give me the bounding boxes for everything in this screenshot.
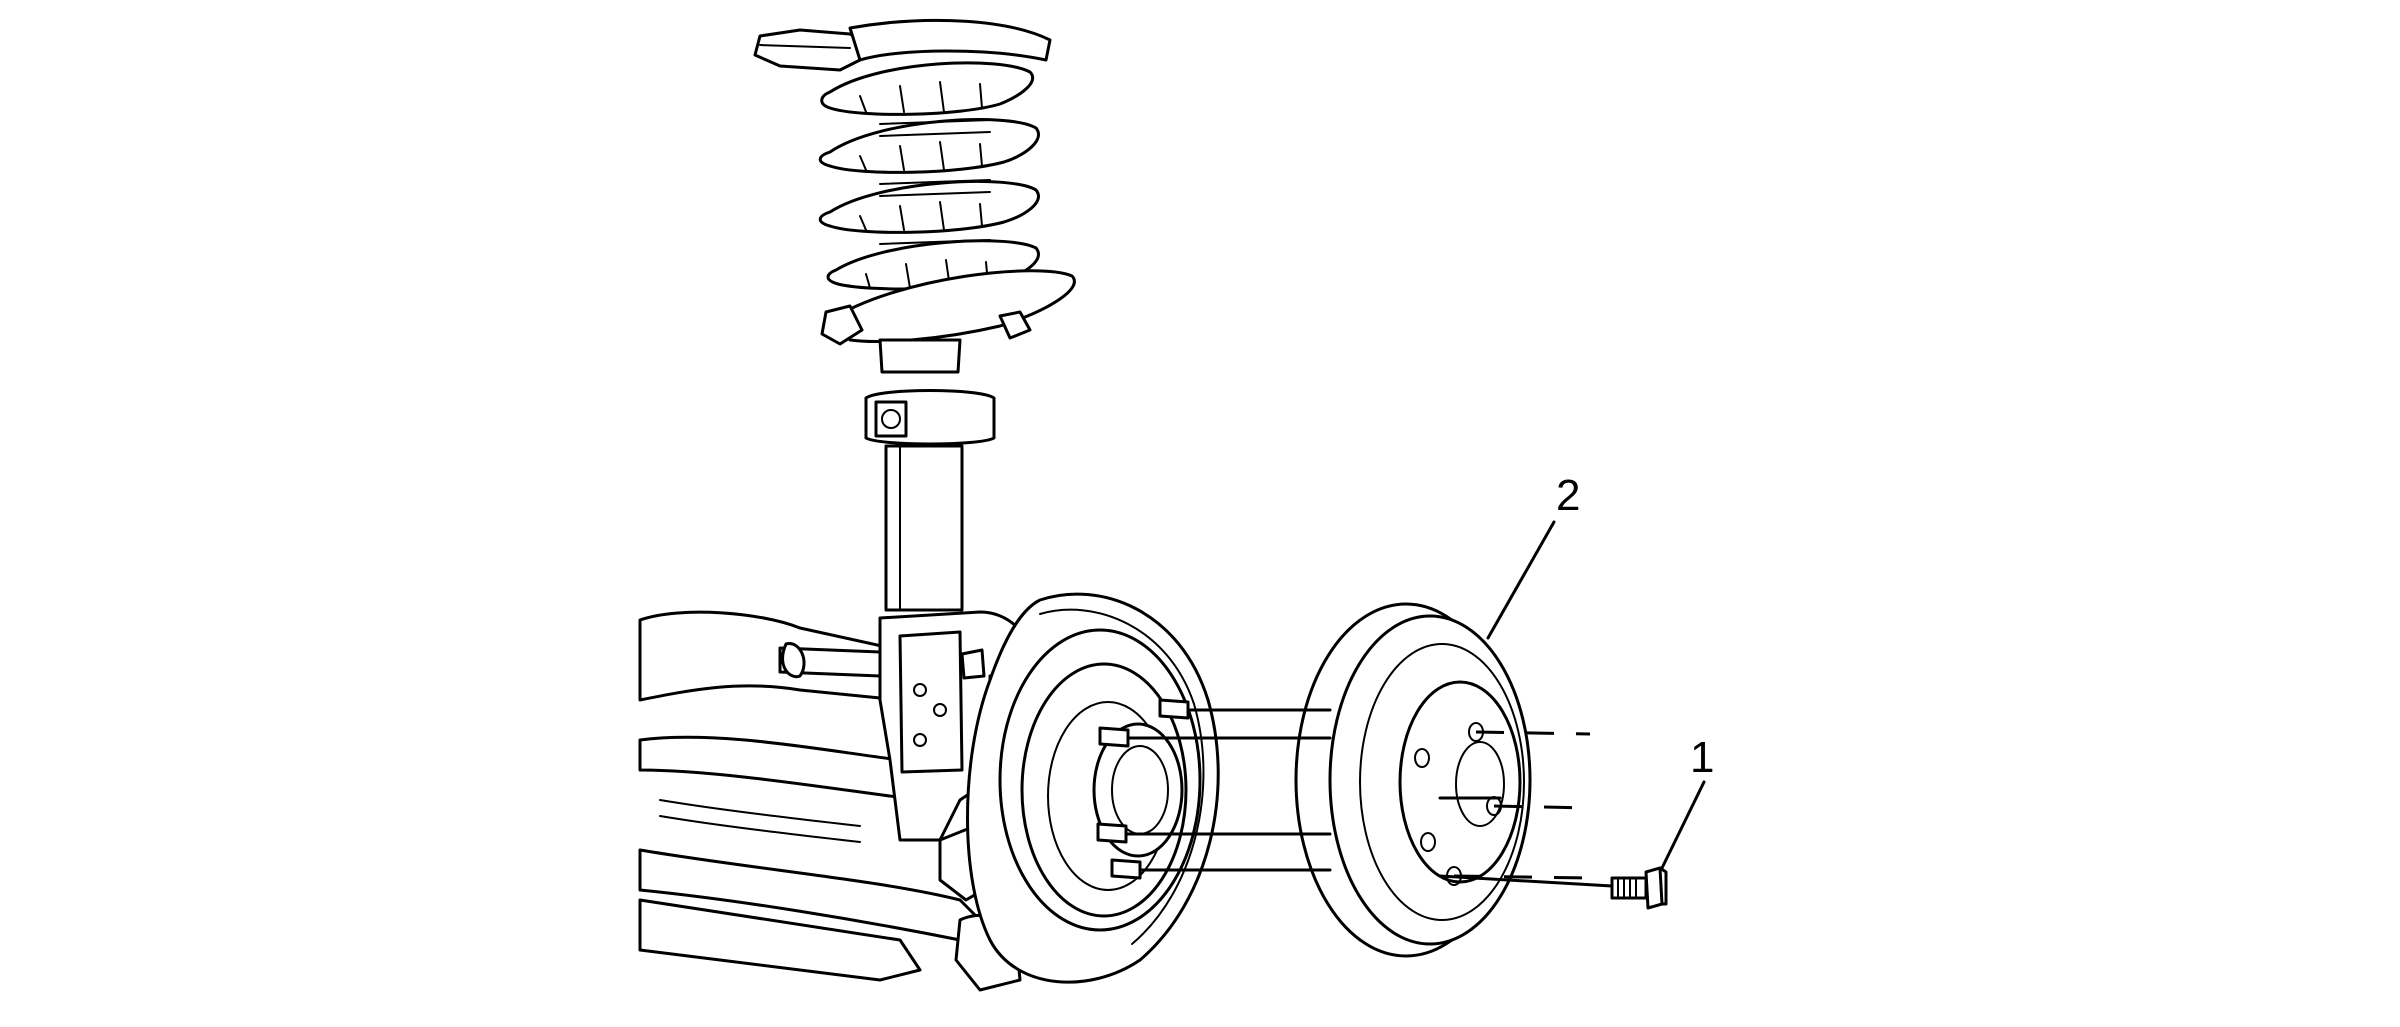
alignment-lines bbox=[1124, 708, 1614, 888]
coil-spring bbox=[818, 61, 1040, 291]
rotor-retaining-screw bbox=[1610, 866, 1668, 910]
brake-rotor bbox=[1294, 602, 1532, 958]
leader-lines bbox=[1486, 520, 1706, 870]
callout-label-2: 2 bbox=[1556, 471, 1580, 520]
callout-label-1: 1 bbox=[1690, 733, 1714, 782]
coil-spring-strut-assembly bbox=[753, 18, 1076, 612]
leader-line-2 bbox=[1486, 520, 1556, 640]
backing-plate-and-hub bbox=[966, 592, 1220, 984]
leader-line-1 bbox=[1660, 780, 1706, 870]
